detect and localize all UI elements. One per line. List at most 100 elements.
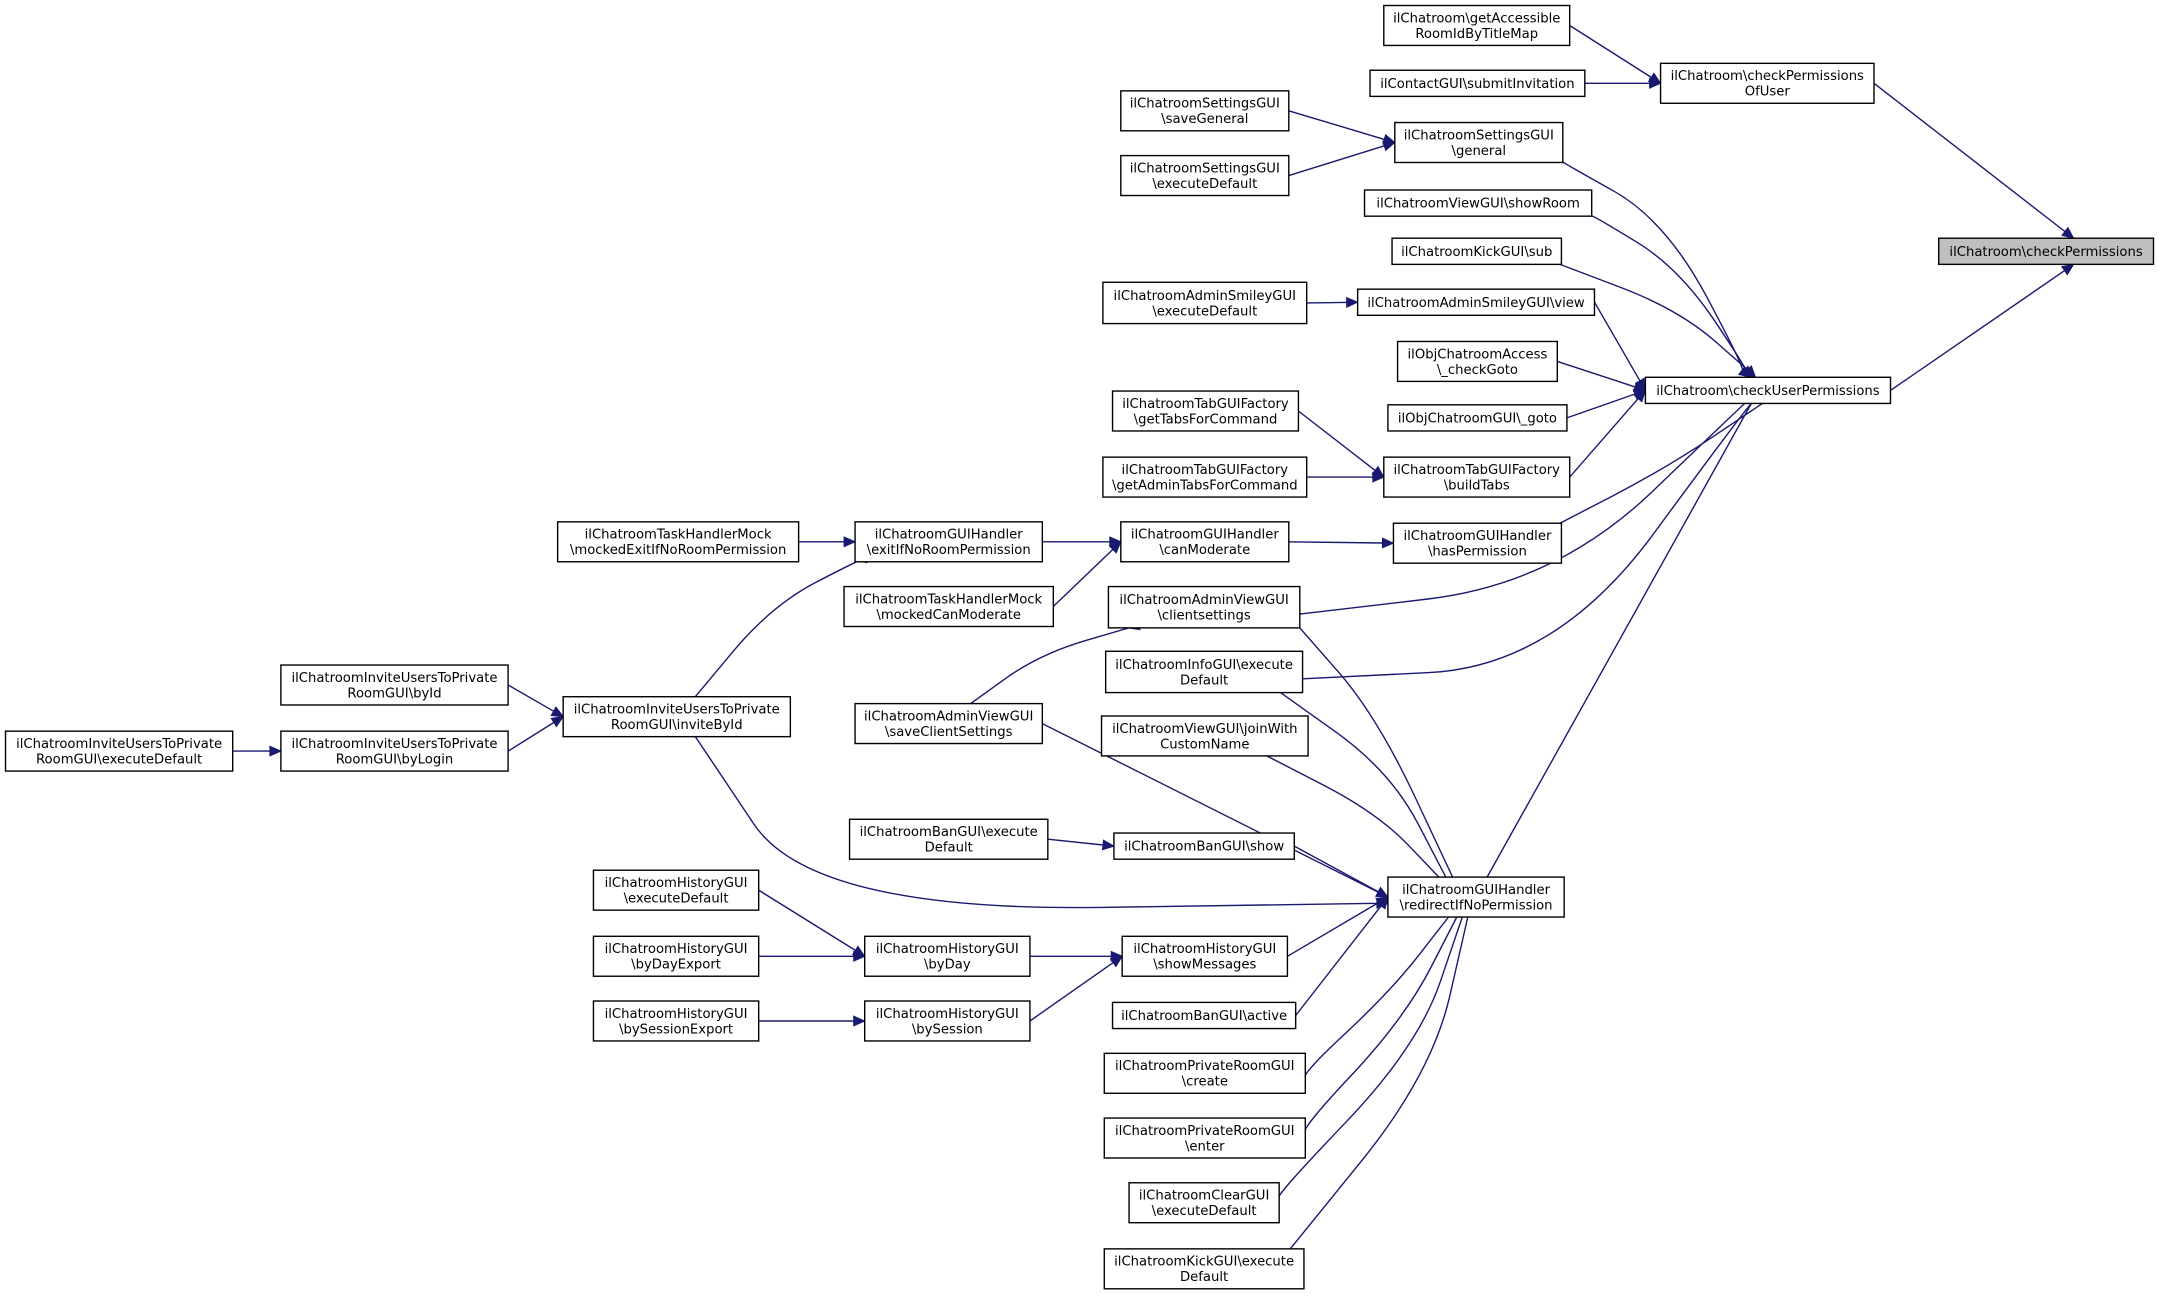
edge-line — [1486, 403, 1753, 878]
node-box — [1113, 832, 1295, 860]
edge-line — [1302, 397, 1757, 680]
node-histdayexp[interactable]: ilChatroomHistoryGUI\byDayExport — [592, 935, 760, 977]
node-label: ilChatroomAdminViewGUI — [1119, 593, 1288, 608]
nodes-layer: ilChatroom\checkPermissionsilChatroom\ch… — [4, 4, 2155, 1290]
edge-line — [1278, 916, 1463, 1199]
edge-banactive-to-hredir — [1295, 896, 1389, 1016]
node-avsave[interactable]: ilChatroomAdminViewGUI\saveClientSetting… — [854, 702, 1044, 745]
edge-line — [1052, 548, 1114, 608]
edge-ksub-to-cup — [1559, 263, 1757, 379]
node-label: \general — [1452, 144, 1507, 159]
node-banactive[interactable]: ilChatroomBanGUI\active — [1111, 1001, 1297, 1030]
node-tgettabs[interactable]: ilChatroomTabGUIFactory\getTabsForComman… — [1111, 390, 1300, 432]
node-label: \create — [1182, 1075, 1228, 1090]
edge-infoexec-to-hredir — [1280, 692, 1447, 878]
node-infoexec[interactable]: ilChatroomInfoGUI\executeDefault — [1104, 650, 1304, 694]
node-label: \saveClientSettings — [885, 725, 1013, 740]
node-histexec[interactable]: ilChatroomHistoryGUI\executeDefault — [592, 869, 760, 911]
edge-line — [1288, 541, 1383, 544]
node-iubylogin[interactable]: ilChatroomInviteUsersToPrivateRoomGUI\by… — [280, 730, 509, 772]
node-label: \byDay — [924, 958, 971, 973]
edge-line — [1306, 301, 1347, 304]
node-label: RoomGUI\executeDefault — [36, 752, 202, 767]
node-label: ilChatroomGUIHandler — [1402, 883, 1551, 898]
node-label: RoomGUI\byId — [347, 686, 441, 701]
node-histsessexp[interactable]: ilChatroomHistoryGUI\bySessionExport — [592, 1000, 760, 1042]
edge-histsess-to-histmsg — [1029, 955, 1124, 1022]
node-prenter[interactable]: ilChatroomPrivateRoomGUI\enter — [1103, 1117, 1307, 1159]
node-histday[interactable]: ilChatroomHistoryGUI\byDay — [864, 935, 1031, 977]
node-asexec[interactable]: ilChatroomAdminSmileyGUI\executeDefault — [1102, 281, 1308, 325]
node-tmcan[interactable]: ilChatroomTaskHandlerMock\mockedCanModer… — [843, 585, 1055, 628]
node-iubyid2[interactable]: ilChatroomInviteUsersToPrivateRoomGUI\in… — [562, 696, 792, 738]
node-cup[interactable]: ilChatroom\checkUserPermissions — [1644, 376, 1892, 405]
node-label: ilChatroomViewGUI\showRoom — [1376, 197, 1579, 212]
node-vshow[interactable]: ilChatroomViewGUI\showRoom — [1363, 189, 1593, 217]
node-label: \bySession — [912, 1022, 983, 1037]
node-box — [1103, 1052, 1307, 1094]
node-label: Default — [1180, 673, 1228, 688]
edge-arrowhead — [1109, 955, 1124, 968]
node-label: ilChatroomTabGUIFactory — [1393, 463, 1560, 478]
edge-tbuild-to-cup — [1569, 389, 1647, 478]
edge-avcs-to-hredir — [1299, 627, 1454, 878]
edge-line — [1293, 845, 1379, 893]
node-histsess[interactable]: ilChatroomHistoryGUI\bySession — [864, 1000, 1031, 1042]
node-box — [1659, 62, 1875, 104]
node-label: \buildTabs — [1444, 478, 1510, 493]
node-kickexec[interactable]: ilChatroomKickGUI\executeDefault — [1103, 1248, 1305, 1290]
node-label: \exitIfNoRoomPermission — [867, 543, 1031, 558]
node-label: \redirectIfNoPermission — [1400, 898, 1553, 913]
node-oacc[interactable]: ilObjChatroomAccess\_checkGoto — [1396, 340, 1558, 383]
node-label: ilChatroom\checkPermissions — [1671, 69, 1864, 84]
node-box — [562, 696, 792, 738]
edge-line — [1302, 916, 1450, 1083]
node-iubyid[interactable]: ilChatroomInviteUsersToPrivateRoomGUI\by… — [280, 664, 509, 706]
node-tbuild[interactable]: ilChatroomTabGUIFactory\buildTabs — [1383, 456, 1571, 498]
node-hredir[interactable]: ilChatroomGUIHandler\redirectIfNoPermiss… — [1387, 876, 1565, 918]
edge-line — [1047, 838, 1104, 846]
node-sexec[interactable]: ilChatroomSettingsGUI\executeDefault — [1120, 154, 1290, 197]
node-label: \hasPermission — [1428, 545, 1527, 560]
node-hhas[interactable]: ilChatroomGUIHandler\hasPermission — [1392, 522, 1563, 564]
node-label: ilChatroom\checkPermissions — [1949, 245, 2142, 260]
edge-arrowhead — [1381, 537, 1395, 549]
edge-arrowhead — [853, 1015, 866, 1027]
edge-hredir-to-cup — [1486, 403, 1753, 878]
node-clearexec[interactable]: ilChatroomClearGUI\executeDefault — [1128, 1182, 1280, 1224]
edge-arrowhead — [1372, 471, 1386, 483]
node-hcan[interactable]: ilChatroomGUIHandler\canModerate — [1120, 521, 1290, 563]
node-tmexit[interactable]: ilChatroomTaskHandlerMock\mockedExitIfNo… — [556, 521, 800, 563]
node-label: ilChatroomHistoryGUI — [605, 876, 748, 891]
node-box — [1383, 456, 1571, 498]
node-prcreate[interactable]: ilChatroomPrivateRoomGUI\create — [1103, 1052, 1307, 1094]
node-root[interactable]: ilChatroom\checkPermissions — [1937, 237, 2155, 266]
node-histmsg[interactable]: ilChatroomHistoryGUI\showMessages — [1121, 935, 1289, 977]
node-ogoto[interactable]: ilObjChatroomGUI\_goto — [1387, 404, 1568, 432]
edge-line — [1557, 360, 1636, 388]
node-csi[interactable]: ilContactGUI\submitInvitation — [1369, 69, 1586, 98]
node-banshow[interactable]: ilChatroomBanGUI\show — [1113, 832, 1295, 860]
node-label: ilChatroomAdminViewGUI — [864, 709, 1033, 724]
node-iuexec[interactable]: ilChatroomInviteUsersToPrivateRoomGUI\ex… — [4, 730, 234, 772]
node-box — [1391, 237, 1563, 266]
node-hexit[interactable]: ilChatroomGUIHandler\exitIfNoRoomPermiss… — [854, 521, 1044, 563]
edge-cup-to-root — [1890, 263, 2075, 391]
node-tgetadmin[interactable]: ilChatroomTabGUIFactory\getAdminTabsForC… — [1102, 456, 1308, 498]
node-label: ilChatroomKickGUI\execute — [1114, 1255, 1294, 1270]
node-ssave[interactable]: ilChatroomSettingsGUI\saveGeneral — [1120, 90, 1290, 132]
node-ksub[interactable]: ilChatroomKickGUI\sub — [1391, 237, 1563, 266]
node-label: ilChatroomViewGUI\joinWith — [1112, 722, 1297, 737]
node-label: ilChatroomKickGUI\sub — [1401, 245, 1552, 260]
node-sgen[interactable]: ilChatroomSettingsGUI\general — [1394, 121, 1564, 164]
node-avcs[interactable]: ilChatroomAdminViewGUI\clientsettings — [1107, 585, 1301, 629]
node-label: ilChatroomInfoGUI\execute — [1115, 658, 1293, 673]
node-banexec[interactable]: ilChatroomBanGUI\executeDefault — [848, 818, 1049, 860]
node-label: OfUser — [1745, 85, 1791, 100]
node-label: ilChatroomGUIHandler — [1403, 529, 1552, 544]
node-asview[interactable]: ilChatroomAdminSmileyGUI\view — [1356, 288, 1596, 317]
node-box — [1111, 390, 1300, 432]
